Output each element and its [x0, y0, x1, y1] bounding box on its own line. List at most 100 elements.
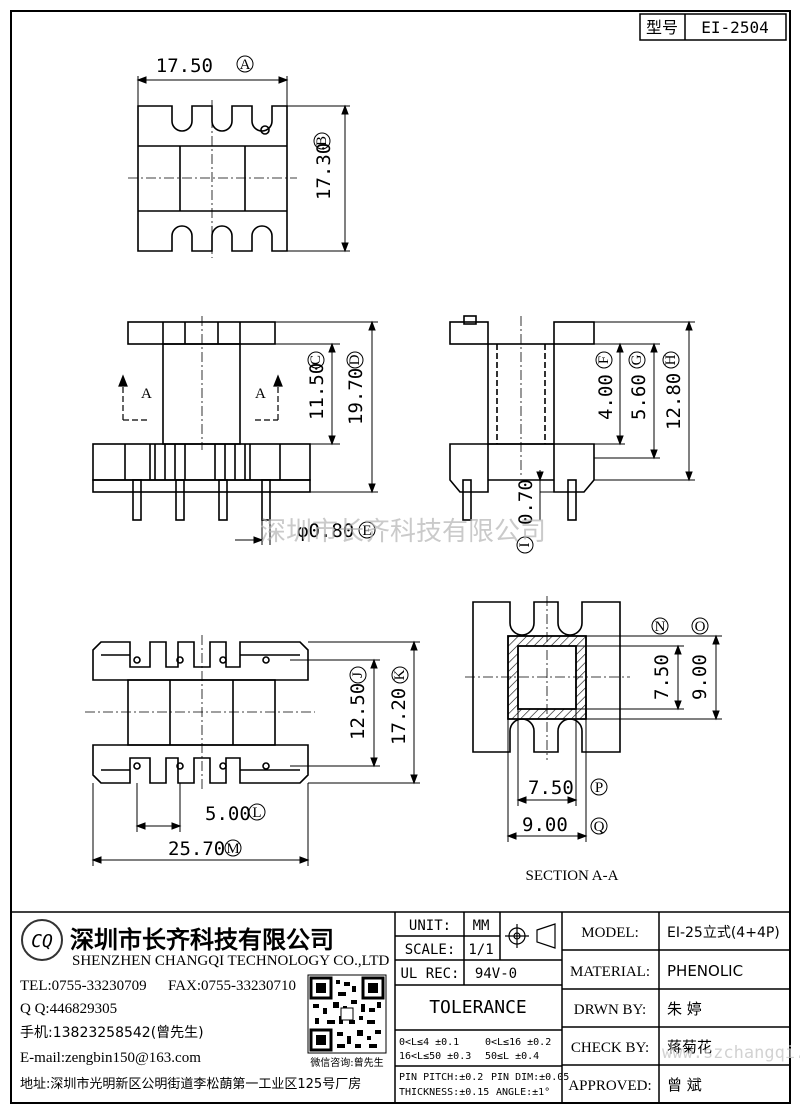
tolerance-row-3: 16<L≤50 ±0.3 — [399, 1051, 471, 1062]
dim-b-value: 17.30 — [313, 143, 335, 200]
dim-j-mark: J — [350, 672, 366, 678]
dim-o-mark: O — [695, 619, 706, 635]
projection-symbol — [505, 923, 556, 949]
tolerance-label: TOLERANCE — [429, 997, 527, 1018]
dim-f-value: 4.00 — [595, 374, 617, 420]
unit-label: UNIT: — [409, 918, 451, 934]
svg-text:CQ: CQ — [31, 931, 53, 952]
dim-c-mark: C — [308, 355, 324, 365]
dim-l-mark: L — [252, 805, 261, 821]
dim-a-mark: A — [240, 57, 251, 73]
tolerance-row-2: 0<L≤16 ±0.2 — [485, 1037, 551, 1048]
company-qq: Q Q:446829305 — [20, 1001, 117, 1017]
dim-n-mark: N — [655, 619, 666, 635]
material-value: PHENOLIC — [667, 962, 743, 980]
section-marks — [118, 374, 283, 421]
tolerance-row-1: 0<L≤4 ±0.1 — [399, 1037, 459, 1048]
dim-m-mark: M — [226, 841, 239, 857]
dim-q-value: 9.00 — [522, 814, 568, 836]
dim-n-value: 7.50 — [651, 654, 673, 700]
front-view — [92, 316, 311, 521]
check-label: CHECK BY: — [571, 1040, 649, 1056]
dim-a-value: 17.50 — [156, 55, 213, 77]
dim-i-mark: I — [517, 543, 533, 548]
company-tel: TEL:0755-33230709 — [20, 978, 147, 994]
tolerance-pin-pitch: PIN PITCH:±0.2 — [399, 1072, 483, 1083]
dim-o — [586, 617, 722, 721]
side-view — [449, 315, 595, 521]
unit-value: MM — [473, 918, 490, 934]
drawn-value: 朱 婷 — [667, 1000, 702, 1018]
tolerance-angle: ANGLE:±1° — [496, 1087, 550, 1098]
company-address: 地址:深圳市光明新区公明街道李松蓢第一工业区125号厂房 — [20, 1076, 361, 1092]
model-label: MODEL: — [581, 925, 639, 941]
dim-k-value: 17.20 — [388, 688, 410, 745]
company-email: E-mail:zengbin150@163.com — [20, 1050, 201, 1066]
dim-c — [275, 342, 340, 446]
title-block-grid — [11, 911, 790, 1103]
type-label: 型号 — [646, 18, 678, 37]
dim-i-value: 0.70 — [515, 479, 537, 525]
dim-b-mark: B — [314, 136, 330, 146]
tolerance-thickness: THICKNESS:±0.15 — [399, 1087, 489, 1098]
dim-p — [516, 709, 608, 806]
dim-g — [594, 342, 660, 460]
section-arrow-right: A — [255, 386, 266, 402]
dim-n — [576, 617, 684, 711]
dim-p-mark: P — [595, 780, 603, 796]
dim-l — [135, 783, 266, 832]
type-value: EI-2504 — [701, 18, 768, 37]
dim-p-value: 7.50 — [528, 777, 574, 799]
qr-caption: 微信咨询:曾先生 — [310, 1056, 383, 1069]
material-label: MATERIAL: — [570, 964, 650, 980]
dim-j-value: 12.50 — [347, 683, 369, 740]
section-arrow-left: A — [141, 386, 152, 402]
dim-i — [516, 470, 560, 554]
watermark: 深圳市长齐科技有限公司 — [260, 517, 546, 547]
dim-g-value: 5.60 — [628, 374, 650, 420]
dim-k-mark: K — [392, 669, 408, 680]
sheet-border — [10, 10, 791, 1104]
dim-e-mark: E — [362, 523, 371, 539]
dim-d — [275, 320, 378, 494]
site-watermark: www.szchangqi.cn — [662, 1043, 800, 1063]
dim-m — [91, 783, 310, 866]
company-name-en: SHENZHEN CHANGQI TECHNOLOGY CO.,LTD — [72, 953, 390, 969]
dim-e-value: φ0.80 — [297, 520, 354, 542]
dim-c-value: 11.50 — [306, 363, 328, 420]
ulrec-value: 94V-0 — [475, 966, 517, 982]
dim-l-value: 5.00 — [205, 803, 251, 825]
dim-h-mark: H — [663, 354, 679, 365]
scale-label: SCALE: — [405, 942, 456, 958]
dim-h-value: 12.80 — [663, 373, 685, 430]
company-mobile: 手机:13823258542(曾先生) — [20, 1025, 204, 1041]
scale-value: 1/1 — [468, 942, 493, 958]
tolerance-pin-dim: PIN DIM:±0.05 — [491, 1072, 569, 1083]
dim-e — [235, 520, 376, 545]
section-view — [465, 596, 630, 760]
top-view — [128, 100, 297, 258]
company-fax: FAX:0755-33230710 — [168, 978, 296, 994]
check-value: 蒋菊花 — [667, 1038, 712, 1056]
dim-a — [136, 55, 289, 106]
dim-q-mark: Q — [594, 819, 605, 835]
dim-k — [308, 640, 420, 785]
dim-j — [290, 658, 380, 768]
dim-d-mark: D — [347, 354, 363, 365]
section-title: SECTION A-A — [526, 868, 619, 884]
tolerance-row-4: 50≤L ±0.4 — [485, 1051, 539, 1062]
dim-m-value: 25.70 — [168, 838, 225, 860]
qr-code — [307, 974, 387, 1054]
ulrec-label: UL REC: — [400, 966, 459, 982]
type-box: 型号 EI-2504 — [639, 13, 787, 41]
dim-f-mark: F — [596, 356, 612, 364]
bottom-view — [85, 635, 315, 790]
company-name-cn: 深圳市长齐科技有限公司 — [70, 926, 334, 954]
dim-h — [594, 320, 695, 482]
approved-label: APPROVED: — [568, 1078, 651, 1094]
approved-value: 曾 斌 — [667, 1076, 702, 1094]
dim-d-value: 19.70 — [345, 368, 367, 425]
company-logo: CQ — [21, 919, 63, 961]
dim-g-mark: G — [629, 354, 645, 365]
